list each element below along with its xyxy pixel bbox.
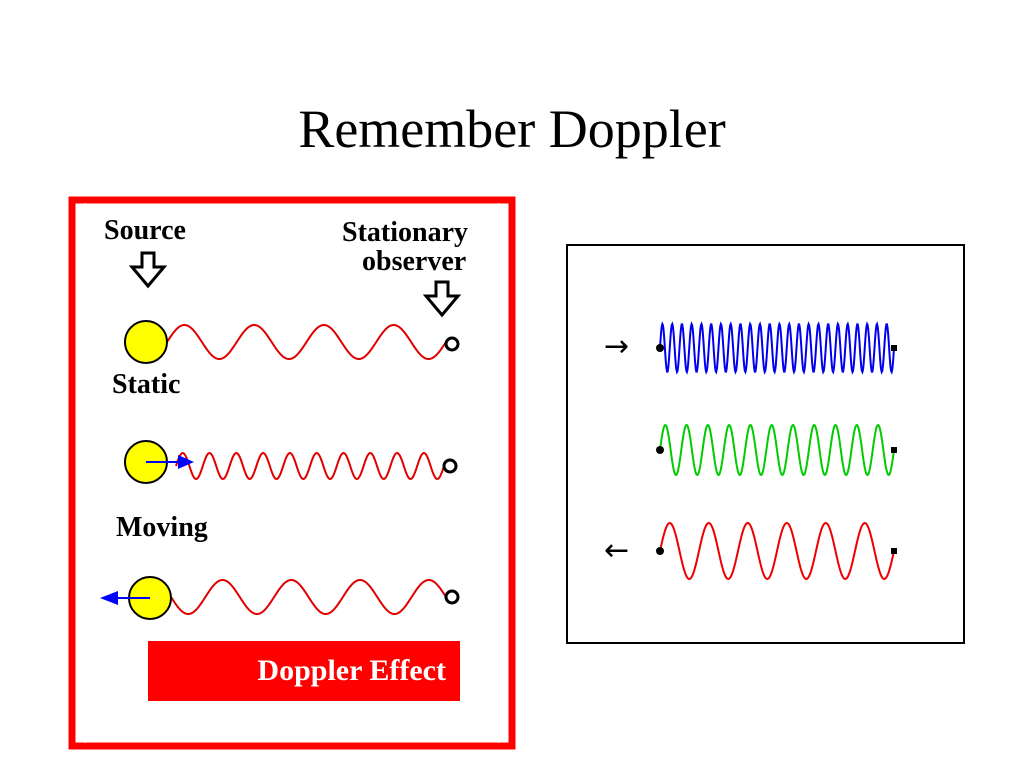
recede-arrow-label: ← [604, 533, 629, 568]
wave-end-square [891, 447, 897, 453]
moving-label: Moving [116, 512, 208, 543]
wave-start-dot [656, 446, 664, 454]
static-label: Static [112, 369, 180, 400]
wave-stretched [170, 578, 447, 616]
source-circle-icon [124, 320, 168, 364]
doppler-banner [148, 641, 460, 701]
comparison-frame [566, 244, 965, 644]
wave-low-frequency [659, 521, 895, 581]
observer-ring-icon [444, 589, 460, 605]
down-arrow-icon [128, 251, 168, 289]
approach-arrow-label: → [604, 329, 629, 364]
stationary-label: Stationary [342, 217, 468, 248]
frame-corner-notch [75, 203, 87, 211]
slide-title: Remember Doppler [298, 99, 726, 159]
doppler-banner-label: Doppler Effect [257, 654, 446, 687]
wave-medium-frequency [659, 423, 895, 477]
motion-arrow-icon [146, 455, 194, 469]
frame-corner-notch [497, 203, 509, 211]
source-label: Source [104, 215, 186, 246]
motion-arrow-icon [100, 591, 150, 605]
observer-ring-icon [444, 336, 460, 352]
wave-end-square [891, 548, 897, 554]
down-arrow-icon [422, 280, 462, 318]
frame-corner-notch [497, 735, 509, 743]
observer-ring-icon [442, 458, 458, 474]
wave-start-dot [656, 547, 664, 555]
wave-static [166, 323, 447, 361]
wave-start-dot [656, 344, 664, 352]
wave-high-frequency [659, 321, 895, 375]
wave-compressed [175, 451, 445, 481]
wave-end-square [891, 345, 897, 351]
frame-corner-notch [75, 735, 87, 743]
observer-label: observer [362, 246, 466, 277]
